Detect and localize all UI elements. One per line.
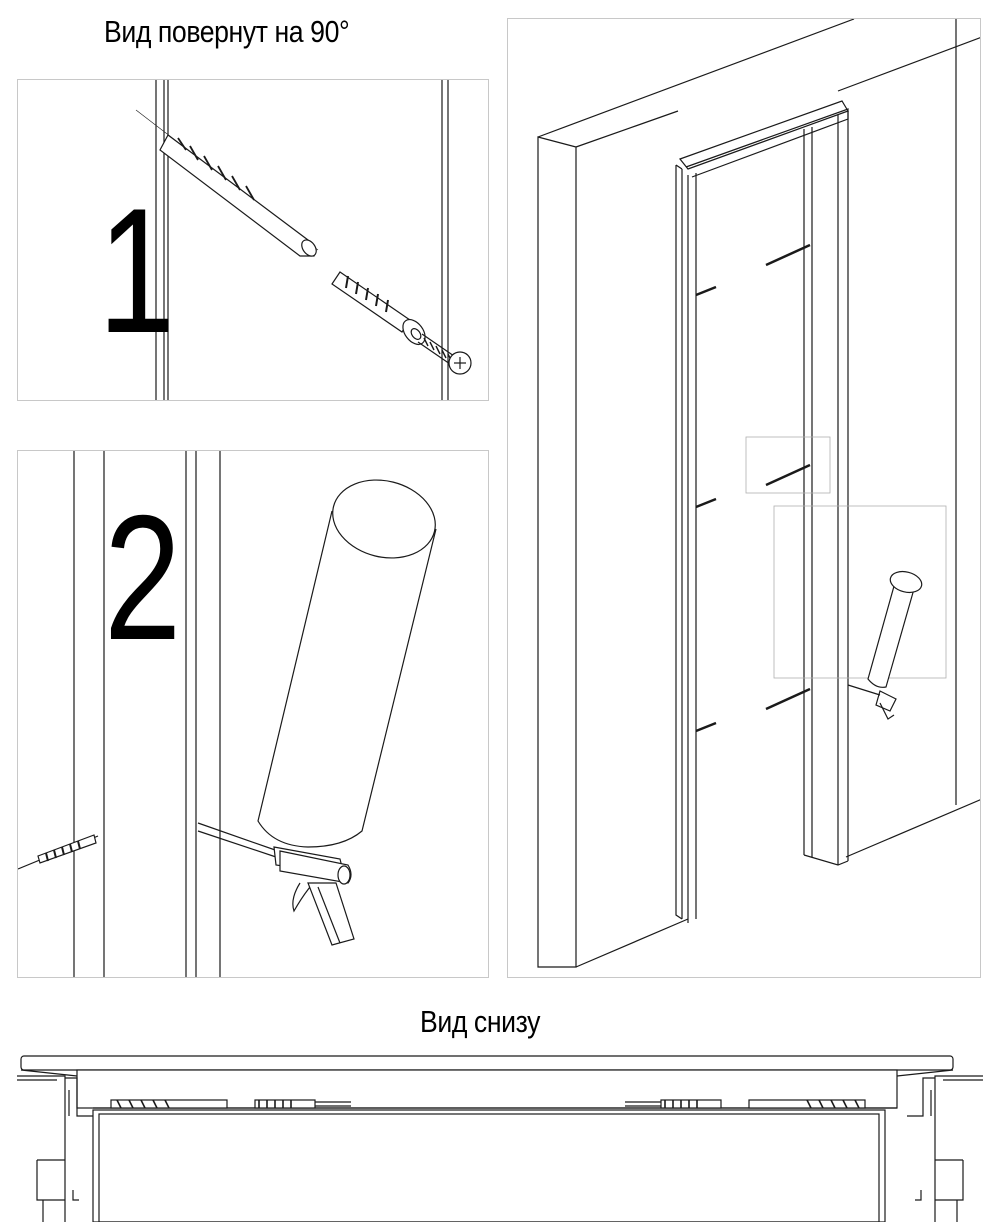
step-2-drawing (18, 451, 437, 977)
door-frame-panel (507, 18, 981, 978)
bottom-view-panel (17, 1050, 983, 1222)
bottom-view-drawing (17, 1055, 983, 1222)
rotated-view-caption: Вид повернут на 90° (104, 14, 350, 49)
step-1-number: 1 (98, 171, 176, 370)
step-2-panel: 2 (17, 450, 489, 978)
step-1-drawing (135, 80, 472, 400)
door-frame-drawing (537, 19, 980, 968)
bottom-view-caption: Вид снизу (420, 1004, 540, 1039)
step-1-panel: 1 (17, 79, 489, 401)
step-2-number: 2 (104, 478, 182, 677)
